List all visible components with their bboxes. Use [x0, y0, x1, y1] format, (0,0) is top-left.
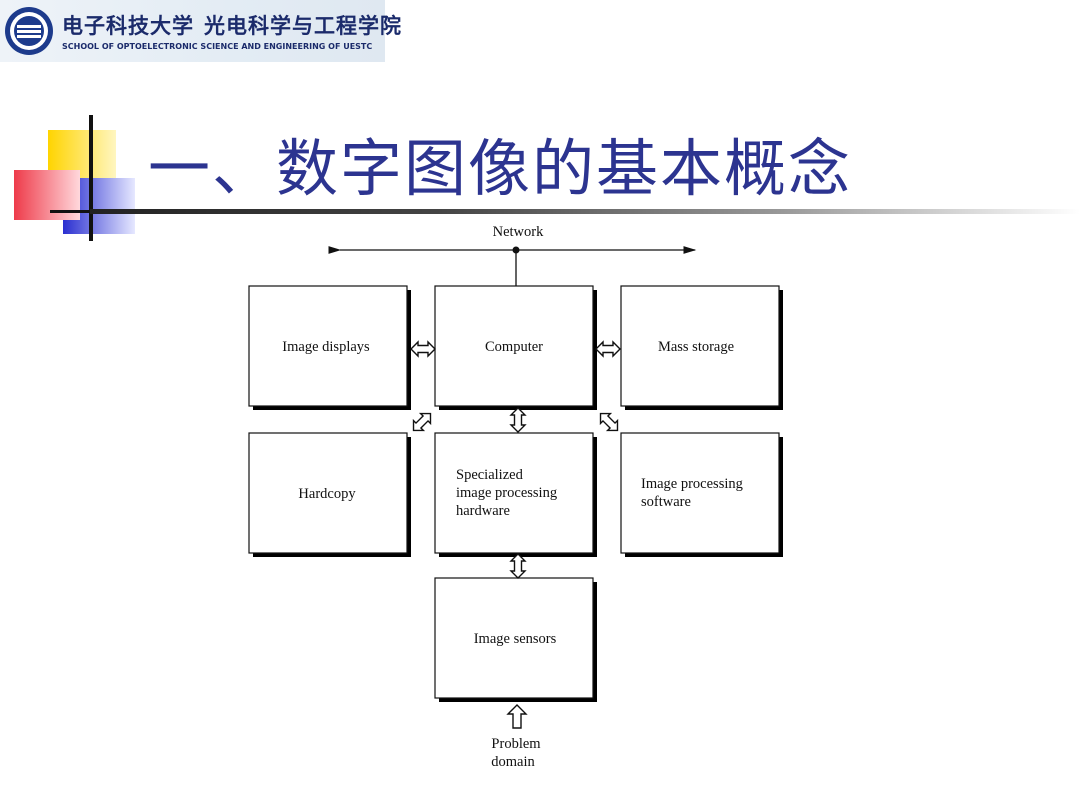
hardcopy-box: [248, 432, 408, 554]
image-sensors-box: [434, 577, 594, 699]
specialized-hw-label-line2: image processing: [456, 485, 557, 501]
specialized-hw-label-line1: Specialized: [456, 467, 524, 483]
computer-hardware-arrow-icon: [510, 407, 526, 433]
header-banner: 电子科技大学光电科学与工程学院 SCHOOL OF OPTOELECTRONIC…: [0, 0, 401, 62]
specialized-hw-label-line3: hardware: [456, 503, 510, 519]
slide-title: 一、数字图像的基本概念: [148, 132, 853, 205]
deco-vertical-line: [89, 115, 93, 241]
computer-label: Computer: [485, 339, 543, 355]
ip-software-label-line1: Image processing: [641, 476, 743, 492]
ip-software-label-line2: software: [641, 494, 691, 510]
department-name: 光电科学与工程学院: [204, 13, 402, 38]
hardcopy-computer-arrow-icon: [412, 412, 432, 432]
school-name-en: SCHOOL OF OPTOELECTRONIC SCIENCE AND ENG…: [62, 42, 373, 51]
deco-horizontal-line: [50, 210, 110, 213]
displays-computer-arrow-icon: [410, 341, 436, 357]
hardware-sensors-arrow-icon: [510, 553, 526, 579]
network-label: Network: [493, 224, 544, 240]
computer-box: [434, 285, 594, 407]
image-displays-box: [248, 285, 408, 407]
computer-storage-arrow-icon: [595, 341, 621, 357]
school-name-cn: 电子科技大学光电科学与工程学院: [62, 10, 402, 40]
mass-storage-box: [620, 285, 780, 407]
title-underline: [90, 209, 1080, 214]
university-name: 电子科技大学: [62, 13, 194, 38]
problem-domain-label-line2: domain: [491, 754, 535, 770]
image-processing-software-box: [620, 432, 780, 554]
image-sensors-label: Image sensors: [474, 631, 557, 647]
specialized-hardware-box: [434, 432, 594, 554]
problem-domain-label-line1: Problem: [491, 736, 541, 752]
title-decoration: [14, 115, 135, 241]
mass-storage-label: Mass storage: [658, 339, 734, 355]
software-computer-arrow-icon: [599, 412, 619, 432]
problem-domain-arrow-icon: [506, 704, 528, 729]
image-displays-label: Image displays: [282, 339, 370, 355]
uestc-logo-icon: [5, 7, 53, 55]
hardcopy-label: Hardcopy: [298, 486, 356, 502]
